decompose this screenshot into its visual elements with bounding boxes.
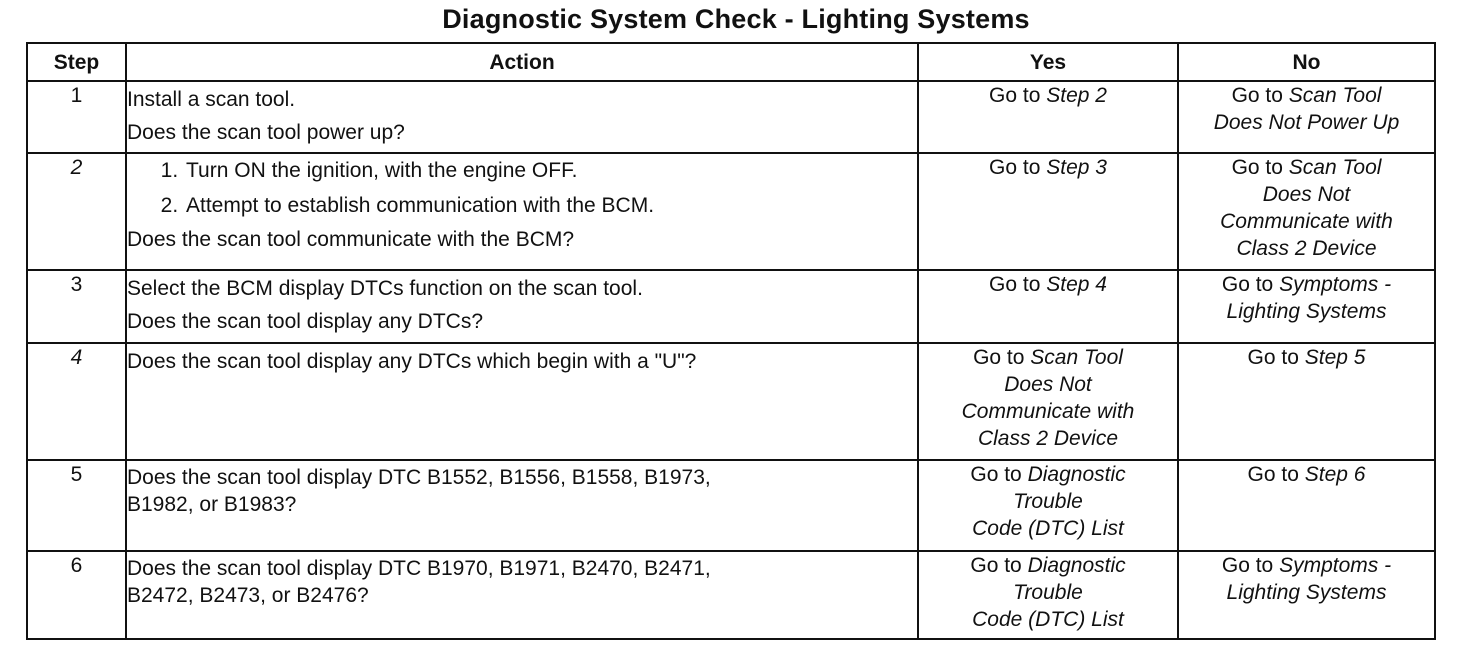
no-target-line: Scan Tool xyxy=(1288,84,1382,107)
page-title: Diagnostic System Check - Lighting Syste… xyxy=(442,4,1030,34)
action-question: Does the scan tool display DTC B1970, B1… xyxy=(127,557,711,580)
yes-prefix: Go to xyxy=(970,463,1022,486)
yes-target-line: Does Not xyxy=(1004,373,1092,396)
table-row: 4 Does the scan tool display any DTCs wh… xyxy=(26,342,1436,461)
no-cell: Go to Scan Tool Does Not Power Up xyxy=(1177,80,1436,154)
yes-target: Step 2 xyxy=(1046,84,1107,107)
action-question: Does the scan tool power up? xyxy=(127,121,405,144)
no-prefix: Go to xyxy=(1247,346,1299,369)
header-yes: Yes xyxy=(917,42,1179,82)
header-action: Action xyxy=(125,42,919,82)
action-steps-list: Turn ON the ignition, with the engine OF… xyxy=(127,157,917,219)
no-prefix: Go to xyxy=(1221,554,1274,577)
header-step: Step xyxy=(26,42,127,82)
yes-target: Step 3 xyxy=(1046,156,1107,179)
no-target: Step 6 xyxy=(1304,463,1366,486)
no-target: Step 5 xyxy=(1304,346,1366,369)
yes-cell: Go to Scan Tool Does Not Communicate wit… xyxy=(917,342,1179,461)
no-cell: Go to Scan Tool Does Not Communicate wit… xyxy=(1177,152,1436,271)
step-number: 3 xyxy=(26,269,127,344)
no-target-line: Class 2 Device xyxy=(1236,237,1377,260)
action-cell: Install a scan tool. Does the scan tool … xyxy=(125,80,919,154)
step-number: 6 xyxy=(26,550,127,640)
step-number: 2 xyxy=(26,152,127,271)
yes-target-line: Trouble xyxy=(1013,490,1083,513)
table-row: 2 Turn ON the ignition, with the engine … xyxy=(26,152,1436,271)
table-row: 6 Does the scan tool display DTC B1970, … xyxy=(26,550,1436,640)
yes-target: Step 4 xyxy=(1046,273,1107,296)
yes-prefix: Go to xyxy=(989,156,1041,179)
diagnostic-table: Step Action Yes No 1 Install a scan tool… xyxy=(26,42,1436,640)
no-target-line: Symptoms - xyxy=(1279,273,1392,296)
header-row: Step Action Yes No xyxy=(26,42,1436,82)
no-target-line: Lighting Systems xyxy=(1226,581,1387,604)
step-number-text: 4 xyxy=(70,346,83,369)
action-question: B2472, B2473, or B2476? xyxy=(127,584,369,607)
yes-target-line: Scan Tool xyxy=(1030,346,1123,369)
no-cell: Go to Step 5 xyxy=(1177,342,1436,461)
yes-target-line: Code (DTC) List xyxy=(972,608,1124,631)
yes-cell: Go to Step 2 xyxy=(917,80,1179,154)
no-prefix: Go to xyxy=(1247,463,1299,486)
table-row: 1 Install a scan tool. Does the scan too… xyxy=(26,80,1436,154)
yes-target-line: Diagnostic xyxy=(1027,463,1126,486)
action-question: B1982, or B1983? xyxy=(127,493,297,516)
table-row: 3 Select the BCM display DTCs function o… xyxy=(26,269,1436,344)
step-number: 1 xyxy=(26,80,127,154)
no-cell: Go to Step 6 xyxy=(1177,459,1436,552)
no-cell: Go to Symptoms - Lighting Systems xyxy=(1177,550,1436,640)
no-target-line: Symptoms - xyxy=(1279,554,1392,577)
no-target-line: Does Not Power Up xyxy=(1213,111,1400,134)
action-cell: Does the scan tool display DTC B1552, B1… xyxy=(125,459,919,552)
action-question: Does the scan tool display any DTCs? xyxy=(127,310,484,333)
action-cell: Turn ON the ignition, with the engine OF… xyxy=(125,152,919,271)
step-number: 4 xyxy=(26,342,127,461)
yes-prefix: Go to xyxy=(973,346,1025,369)
yes-prefix: Go to xyxy=(989,273,1041,296)
action-question: Does the scan tool display any DTCs whic… xyxy=(127,350,697,373)
action-question: Does the scan tool display DTC B1552, B1… xyxy=(127,466,711,489)
yes-prefix: Go to xyxy=(989,84,1041,107)
yes-target-line: Diagnostic xyxy=(1027,554,1126,577)
step-number-text: 2 xyxy=(70,156,83,179)
yes-cell: Go to Diagnostic Trouble Code (DTC) List xyxy=(917,550,1179,640)
no-cell: Go to Symptoms - Lighting Systems xyxy=(1177,269,1436,344)
no-target-line: Scan Tool xyxy=(1288,156,1382,179)
action-cell: Does the scan tool display DTC B1970, B1… xyxy=(125,550,919,640)
yes-target-line: Trouble xyxy=(1013,581,1083,604)
step-number: 5 xyxy=(26,459,127,552)
no-prefix: Go to xyxy=(1231,84,1283,107)
yes-cell: Go to Step 3 xyxy=(917,152,1179,271)
yes-prefix: Go to xyxy=(970,554,1022,577)
action-step: Turn ON the ignition, with the engine OF… xyxy=(184,157,917,184)
yes-target-line: Class 2 Device xyxy=(977,427,1119,450)
no-target-line: Communicate with xyxy=(1220,210,1393,233)
action-cell: Does the scan tool display any DTCs whic… xyxy=(125,342,919,461)
no-target-line: Does Not xyxy=(1262,183,1351,206)
action-line: Select the BCM display DTCs function on … xyxy=(127,277,643,300)
table-row: 5 Does the scan tool display DTC B1552, … xyxy=(26,459,1436,552)
action-step: Attempt to establish communication with … xyxy=(184,192,917,219)
no-target-line: Lighting Systems xyxy=(1226,300,1387,323)
no-prefix: Go to xyxy=(1231,156,1283,179)
yes-cell: Go to Diagnostic Trouble Code (DTC) List xyxy=(917,459,1179,552)
action-question: Does the scan tool communicate with the … xyxy=(127,228,575,251)
no-prefix: Go to xyxy=(1221,273,1274,296)
header-no: No xyxy=(1177,42,1436,82)
yes-cell: Go to Step 4 xyxy=(917,269,1179,344)
action-cell: Select the BCM display DTCs function on … xyxy=(125,269,919,344)
action-line: Install a scan tool. xyxy=(127,88,296,111)
yes-target-line: Code (DTC) List xyxy=(972,517,1124,540)
yes-target-line: Communicate with xyxy=(961,400,1135,423)
